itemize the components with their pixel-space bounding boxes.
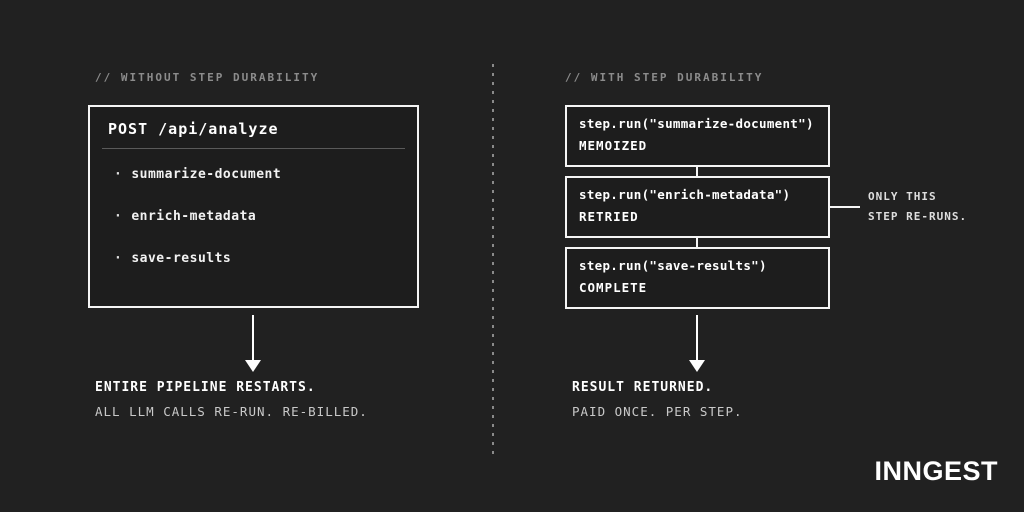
right-result-title: RESULT RETURNED. <box>572 380 714 395</box>
request-item-label: summarize-document <box>131 166 282 182</box>
step-code: step.run("summarize-document") <box>579 116 814 131</box>
request-divider <box>102 148 405 149</box>
bullet-icon: · <box>114 208 123 224</box>
step-status: MEMOIZED <box>579 138 648 153</box>
left-result: ENTIRE PIPELINE RESTARTS. ALL LLM CALLS … <box>95 380 368 419</box>
annotation-text: ONLY THIS STEP RE-RUNS. <box>868 187 967 227</box>
request-title: POST /api/analyze <box>108 120 279 138</box>
request-item: · save-results <box>108 237 399 279</box>
annotation-line-2: STEP RE-RUNS. <box>868 210 968 223</box>
left-result-subtitle: ALL LLM CALLS RE-RUN. RE-BILLED. <box>95 404 368 419</box>
arrow-stem <box>696 315 698 360</box>
step-box-save: step.run("save-results") COMPLETE <box>565 247 830 309</box>
request-item: · enrich-metadata <box>108 195 399 237</box>
inngest-logo: INNGEST <box>874 456 998 486</box>
left-result-title: ENTIRE PIPELINE RESTARTS. <box>95 380 316 395</box>
arrow-stem <box>252 315 254 360</box>
arrow-head <box>689 360 705 372</box>
step-code: step.run("enrich-metadata") <box>579 187 791 202</box>
request-item-list: · summarize-document · enrich-metadata ·… <box>108 153 399 279</box>
request-box: POST /api/analyze · summarize-document ·… <box>88 105 419 308</box>
down-arrow-right <box>689 315 705 372</box>
step-box-summarize: step.run("summarize-document") MEMOIZED <box>565 105 830 167</box>
step-code: step.run("save-results") <box>579 258 767 273</box>
step-connector <box>696 238 698 247</box>
arrow-head <box>245 360 261 372</box>
step-box-enrich: step.run("enrich-metadata") RETRIED <box>565 176 830 238</box>
down-arrow-left <box>245 315 261 372</box>
step-status: RETRIED <box>579 209 639 224</box>
left-section-header: // WITHOUT STEP DURABILITY <box>95 71 320 84</box>
right-section-header: // WITH STEP DURABILITY <box>565 71 764 84</box>
annotation-line-1: ONLY THIS <box>868 190 937 203</box>
step-connector <box>696 167 698 176</box>
request-item-label: enrich-metadata <box>131 208 257 224</box>
step-status: COMPLETE <box>579 280 648 295</box>
right-result-subtitle: PAID ONCE. PER STEP. <box>572 404 743 419</box>
annotation-connector <box>830 206 860 208</box>
right-result: RESULT RETURNED. PAID ONCE. PER STEP. <box>572 380 743 419</box>
dotted-separator <box>492 64 494 460</box>
request-item: · summarize-document <box>108 153 399 195</box>
bullet-icon: · <box>114 250 123 266</box>
bullet-icon: · <box>114 166 123 182</box>
request-item-label: save-results <box>131 250 232 266</box>
